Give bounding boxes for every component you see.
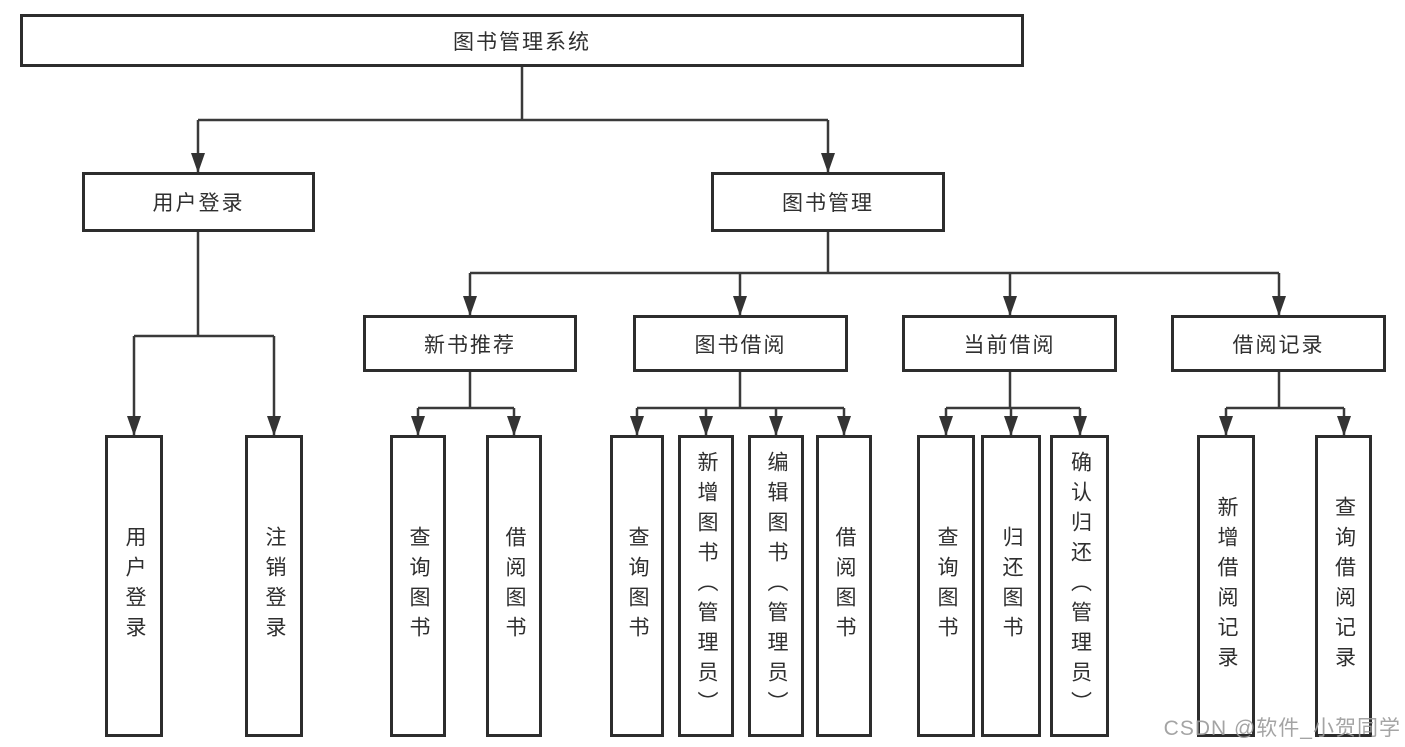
node-current-borrow-label: 当前借阅 bbox=[963, 333, 1056, 357]
arrow-connectors bbox=[127, 120, 1351, 436]
leaf-edit-books-admin: 编辑图书（管理员） bbox=[748, 435, 804, 737]
connector-book-borrow-elbow bbox=[637, 372, 844, 410]
connector-new-book-elbow bbox=[418, 372, 514, 410]
leaf-borrow-books-label: 借阅图书 bbox=[833, 526, 856, 646]
leaf-return-books-label: 归还图书 bbox=[1000, 526, 1023, 646]
node-book-borrow-label: 图书借阅 bbox=[694, 333, 787, 357]
connector-root-elbow bbox=[198, 67, 828, 122]
leaf-query-books-recommend-label: 查询图书 bbox=[407, 526, 430, 646]
leaf-logout-label: 注销登录 bbox=[263, 526, 286, 646]
node-borrow-records-label: 借阅记录 bbox=[1232, 333, 1325, 357]
leaf-add-borrow-record: 新增借阅记录 bbox=[1197, 435, 1255, 737]
connector-book-management-elbow bbox=[470, 232, 1279, 275]
leaf-query-books-recommend: 查询图书 bbox=[390, 435, 446, 737]
leaf-query-books-current: 查询图书 bbox=[917, 435, 975, 737]
node-user-login: 用户登录 bbox=[82, 172, 315, 232]
leaf-confirm-return-admin: 确认归还（管理员） bbox=[1050, 435, 1109, 737]
leaf-user-login-label: 用户登录 bbox=[123, 526, 146, 646]
leaf-confirm-return-admin-label: 确认归还（管理员） bbox=[1068, 451, 1092, 721]
node-root: 图书管理系统 bbox=[20, 14, 1024, 67]
leaf-logout: 注销登录 bbox=[245, 435, 303, 737]
csdn-watermark: CSDN @软件_小贺同学 bbox=[1163, 717, 1401, 740]
node-user-login-label: 用户登录 bbox=[152, 192, 245, 215]
leaf-add-books-admin-label: 新增图书（管理员） bbox=[695, 451, 718, 721]
node-borrow-records: 借阅记录 bbox=[1171, 315, 1386, 372]
node-current-borrow: 当前借阅 bbox=[902, 315, 1117, 372]
node-new-book-recommend: 新书推荐 bbox=[363, 315, 577, 372]
node-new-book-recommend-label: 新书推荐 bbox=[424, 333, 516, 357]
node-book-management: 图书管理 bbox=[711, 172, 945, 232]
leaf-query-borrow-record-label: 查询借阅记录 bbox=[1332, 496, 1356, 676]
leaf-return-books: 归还图书 bbox=[981, 435, 1041, 737]
leaf-query-borrow-record: 查询借阅记录 bbox=[1315, 435, 1372, 737]
leaf-user-login: 用户登录 bbox=[105, 435, 163, 737]
leaf-query-books-current-label: 查询图书 bbox=[935, 526, 958, 646]
leaf-query-books-borrow: 查询图书 bbox=[610, 435, 664, 737]
node-root-label: 图书管理系统 bbox=[453, 30, 591, 54]
leaf-query-books-borrow-label: 查询图书 bbox=[626, 526, 649, 646]
leaf-borrow-books-recommend: 借阅图书 bbox=[486, 435, 542, 737]
connector-current-borrow-elbow bbox=[946, 372, 1080, 410]
leaf-edit-books-admin-label: 编辑图书（管理员） bbox=[765, 451, 788, 721]
connector-user-login-elbow bbox=[134, 232, 274, 338]
leaf-borrow-books-recommend-label: 借阅图书 bbox=[503, 526, 526, 646]
node-book-management-label: 图书管理 bbox=[782, 192, 874, 215]
leaf-add-borrow-record-label: 新增借阅记录 bbox=[1215, 496, 1238, 676]
leaf-add-books-admin: 新增图书（管理员） bbox=[678, 435, 734, 737]
node-book-borrow: 图书借阅 bbox=[633, 315, 848, 372]
connector-borrow-records-elbow bbox=[1226, 372, 1344, 410]
leaf-borrow-books: 借阅图书 bbox=[816, 435, 872, 737]
